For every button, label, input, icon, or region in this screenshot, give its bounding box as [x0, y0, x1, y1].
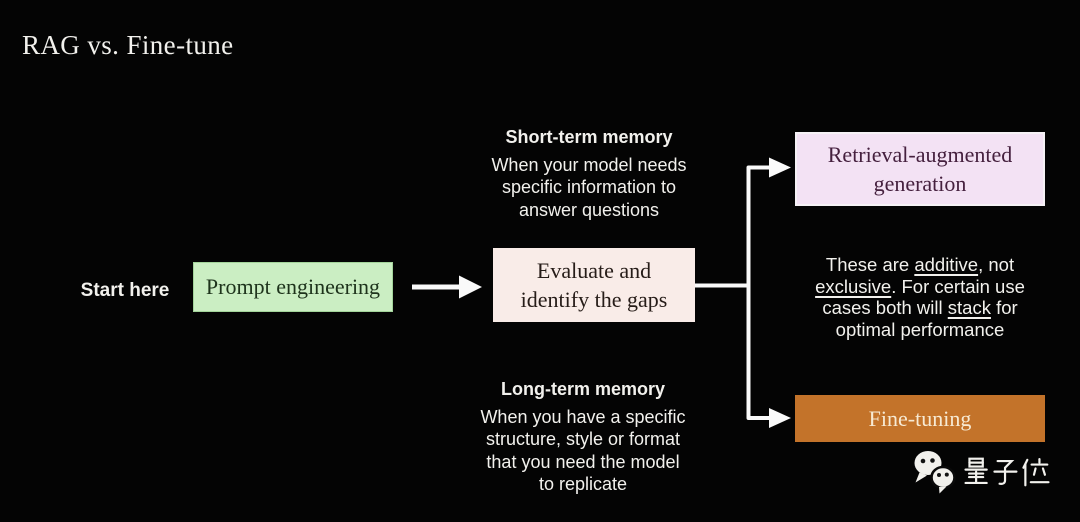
start-here-label: Start here	[80, 280, 170, 301]
note-segment-underlined: stack	[947, 297, 991, 318]
page-title: RAG vs. Fine-tune	[22, 30, 234, 60]
evaluate-node: Evaluate and identify the gaps	[493, 248, 695, 322]
additive-note: These are additive, not exclusive. For c…	[795, 254, 1045, 340]
short-term-memory-annotation: Short-term memory When your model needs …	[464, 126, 714, 221]
wechat-icon	[914, 451, 956, 494]
evaluate-line: identify the gaps	[520, 287, 668, 312]
note-segment: These are	[825, 254, 915, 275]
watermark: 量子位	[912, 450, 1050, 494]
qbitai-wordmark	[964, 457, 1050, 487]
rag-line: Retrieval-augmented	[827, 142, 1013, 167]
short-term-heading: Short-term memory	[505, 127, 673, 147]
annotation-line: When your model needs	[491, 154, 687, 175]
note-segment: for	[990, 297, 1018, 318]
arrowhead-to-rag	[769, 157, 791, 178]
long-term-heading: Long-term memory	[500, 379, 666, 399]
annotation-line: answer questions	[518, 199, 660, 220]
rag-line: generation	[873, 171, 967, 196]
prompt-engineering-node: Prompt engineering	[193, 262, 393, 312]
note-segment-underlined: exclusive	[815, 275, 892, 297]
annotation-line: that you need the model	[486, 451, 680, 472]
note-segment-underlined: additive	[914, 254, 979, 275]
arrowhead-to-finetune	[769, 408, 791, 428]
note-segment: . For certain use	[891, 275, 1025, 297]
fork-branches	[746, 165, 772, 420]
annotation-line: specific information to	[501, 177, 677, 197]
rag-node-label: Retrieval-augmented generation	[828, 140, 1012, 198]
annotation-line: structure, style or format	[485, 429, 681, 449]
arrowhead-prompt-to-evaluate	[459, 275, 482, 299]
evaluate-line: Evaluate and	[536, 258, 652, 283]
fine-tuning-node: Fine-tuning	[795, 395, 1045, 442]
evaluate-node-label: Evaluate and identify the gaps	[521, 256, 668, 314]
note-segment: cases both will	[822, 297, 948, 318]
note-segment: optimal performance	[835, 318, 1005, 340]
rag-node: Retrieval-augmented generation	[795, 132, 1045, 206]
annotation-line: When you have a specific	[480, 406, 686, 427]
note-segment: , not	[978, 254, 1015, 275]
annotation-line: to replicate	[538, 474, 628, 494]
long-term-memory-annotation: Long-term memory When you have a specifi…	[458, 378, 708, 496]
